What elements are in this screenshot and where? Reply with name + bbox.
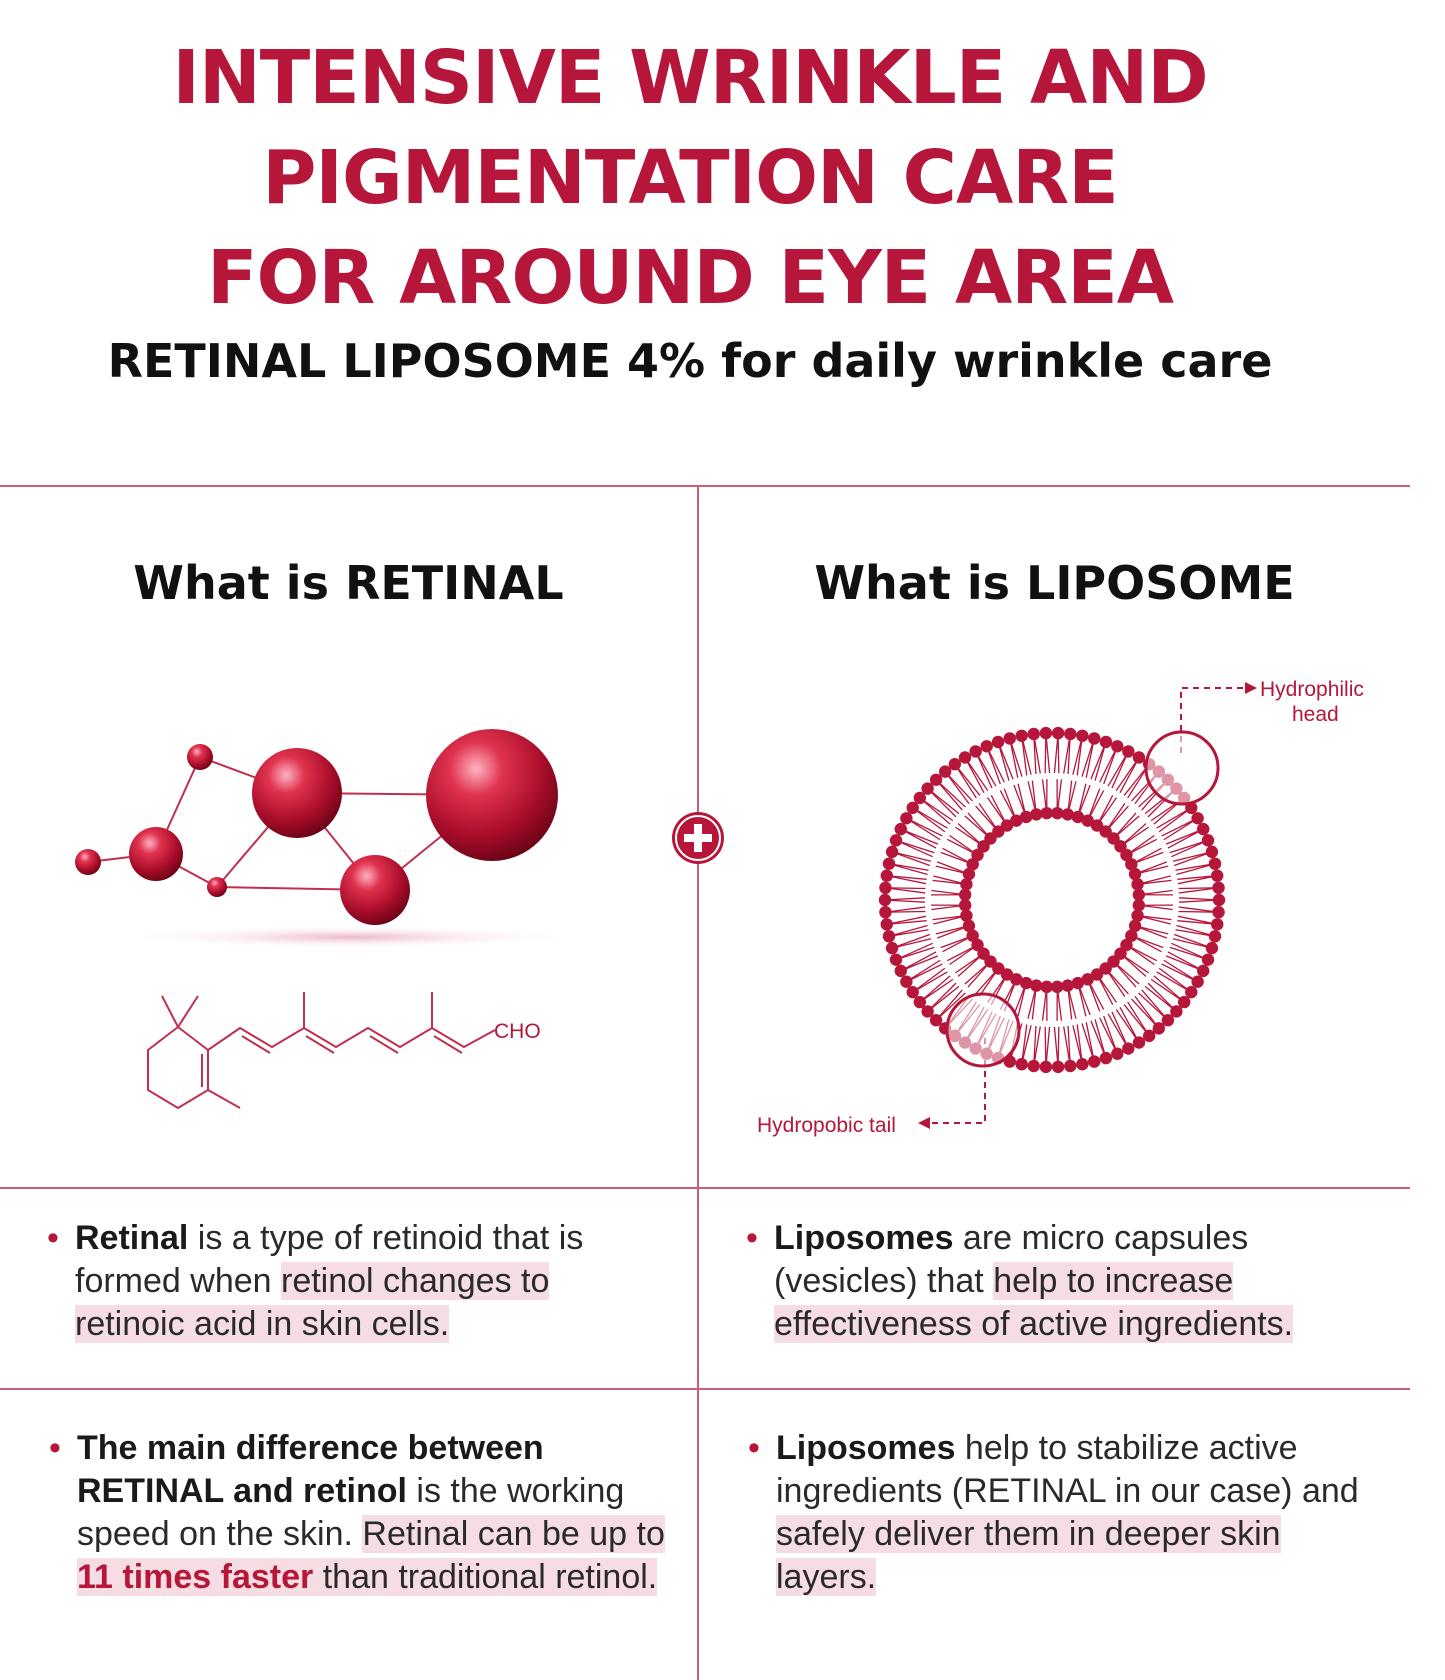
title-line-2: PIGMENTATION CARE bbox=[262, 135, 1119, 221]
title-line-3: FOR AROUND EYE AREA bbox=[206, 235, 1174, 321]
retinal-structural-formula: CHO bbox=[147, 992, 541, 1109]
main-title: INTENSIVE WRINKLE AND PIGMENTATION CARE … bbox=[0, 28, 1380, 328]
liposome-bullet-1: •Liposomes are micro capsules (vesicles)… bbox=[746, 1219, 1294, 1343]
formula-label-cho: CHO bbox=[494, 1020, 541, 1043]
molecule-illustration bbox=[75, 729, 580, 949]
plus-icon bbox=[672, 812, 724, 864]
divider-middle bbox=[0, 1187, 1410, 1189]
label-hydrophobic-tail: Hydropobic tail bbox=[757, 1114, 896, 1137]
heading-retinal: What is RETINAL bbox=[133, 556, 564, 610]
divider-lower bbox=[0, 1388, 1410, 1390]
divider-vertical bbox=[697, 486, 699, 1680]
label-hydrophilic-1: Hydrophilic bbox=[1260, 678, 1364, 701]
retinal-bullet-1: •Retinal is a type of retinoid that is f… bbox=[47, 1219, 584, 1343]
heading-liposome: What is LIPOSOME bbox=[814, 556, 1295, 610]
divider-top bbox=[0, 485, 1410, 487]
title-line-1: INTENSIVE WRINKLE AND bbox=[172, 35, 1208, 121]
liposome-illustration: Hydrophilic head Hydropobic tail bbox=[757, 678, 1364, 1137]
liposome-bullet-2: •Liposomes help to stabilize active ingr… bbox=[748, 1429, 1359, 1596]
subtitle: RETINAL LIPOSOME 4% for daily wrinkle ca… bbox=[107, 334, 1273, 388]
label-hydrophilic-2: head bbox=[1292, 703, 1339, 726]
retinal-bullet-2: •The main difference between RETINAL and… bbox=[49, 1429, 665, 1596]
